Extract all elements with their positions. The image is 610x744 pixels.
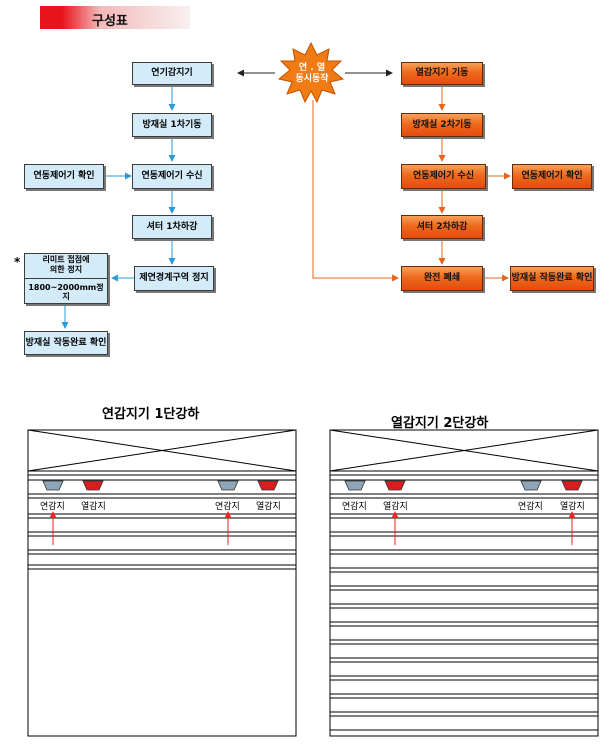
box-room-first-start: 방재실 1차기동 [132, 113, 212, 137]
box-smoke-zone-stop: 제연경계구역 정지 [134, 266, 214, 291]
door-left [27, 429, 297, 737]
burst-line-2: 동시동작 [295, 74, 329, 85]
smoke-detector-icon [217, 480, 239, 491]
door-right-label-4: 열감지 [560, 502, 585, 512]
box-room-complete-right: 방재실 작동완료 확인 [510, 266, 594, 291]
smoke-detector-icon [344, 480, 366, 491]
smoke-detector-icon [520, 480, 542, 491]
box-shutter-first-down: 셔터 1차하강 [132, 215, 212, 239]
heat-detector-icon [561, 480, 583, 491]
burst-line-1: 연 . 열 [298, 63, 326, 73]
box-full-close: 완전 폐쇄 [401, 266, 483, 291]
heat-detector-icon [82, 480, 104, 491]
door-right-label-3: 연감지 [518, 502, 543, 512]
smoke-detector-icon [42, 480, 64, 491]
box-heat-detector-start: 열감지기 기동 [401, 62, 483, 85]
door-right-title: 열감지기 2단강하 [391, 416, 489, 431]
box-interlock-receive-left: 연동제어기 수신 [132, 164, 212, 189]
door-right [329, 429, 599, 737]
box-shutter-second-down: 셔터 2차하강 [401, 215, 483, 239]
door-left-label-3: 연감지 [215, 502, 240, 512]
limit-contact-text: 리미트 접점에 의한 정지 [25, 255, 107, 279]
burst-shape [277, 41, 345, 104]
door-left-label-4: 열감지 [256, 502, 281, 512]
heat-detector-icon [384, 480, 406, 491]
door-right-label-1: 연감지 [342, 502, 367, 512]
door-left-label-2: 열감지 [81, 502, 106, 512]
heat-detector-icon [257, 480, 279, 491]
box-limit-stop: 리미트 접점에 의한 정지 1800~2000mm정지 [24, 253, 108, 304]
limit-range-text: 1800~2000mm정지 [28, 282, 104, 302]
door-left-label-1: 연감지 [40, 502, 65, 512]
door-left-title: 연감지기 1단강하 [102, 407, 200, 422]
box-interlock-receive-right: 연동제어기 수신 [401, 164, 486, 189]
header-bar [40, 6, 190, 29]
box-interlock-confirm-left: 연동제어기 확인 [24, 164, 104, 189]
box-room-second-start: 방재실 2차기동 [401, 113, 483, 137]
box-smoke-detector: 연기감지기 [132, 62, 212, 85]
box-room-complete-left: 방재실 작동완료 확인 [24, 331, 108, 355]
burst-label: 연 . 열 동시동작 [283, 63, 341, 86]
door-right-label-2: 열감지 [383, 502, 408, 512]
arrow-bypass [312, 100, 399, 282]
note-asterisk: * [14, 255, 21, 269]
header-title: 구성표 [92, 14, 128, 29]
box-interlock-confirm-right: 연동제어기 확인 [512, 164, 592, 189]
